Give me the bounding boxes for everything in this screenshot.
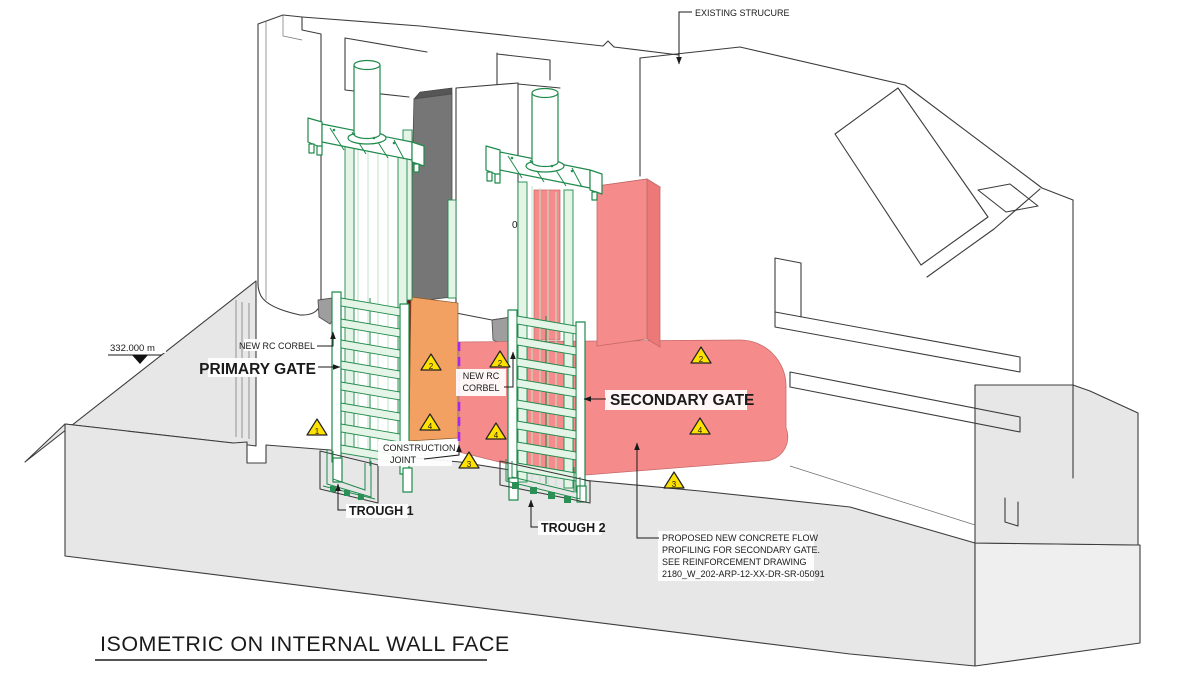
right-mass-ridge (639, 46, 1074, 201)
label-primary-gate: PRIMARY GATE (199, 361, 316, 378)
top-notch (977, 183, 1039, 213)
trough-1-pit (319, 450, 379, 504)
warning-triangle-icon (489, 350, 511, 368)
svg-text:1: 1 (315, 427, 320, 436)
label-secondary-gate: SECONDARY GATE (610, 392, 754, 409)
warning-triangle-7: 2 (690, 346, 712, 364)
svg-text:3: 3 (467, 460, 472, 469)
warning-triangle-2: 2 (420, 353, 442, 371)
central-pier (455, 82, 519, 321)
warning-triangle-3: 4 (419, 413, 441, 431)
left-pier (257, 14, 322, 316)
warning-triangle-6: 3 (458, 451, 480, 469)
mass-concrete-base (24, 280, 1141, 667)
label-new-rc-corbel-primary: NEW RC CORBEL (239, 341, 315, 351)
red-column-side (646, 178, 661, 348)
right-block-notch (1004, 497, 1019, 527)
svg-text:4: 4 (494, 431, 499, 440)
trough-2-pit (499, 460, 591, 504)
svg-text:2: 2 (498, 359, 503, 368)
left-pier-edges (265, 15, 303, 300)
warning-markers: 1 2 4 2 4 3 2 4 (306, 346, 712, 489)
label-trough-2: TROUGH 2 (541, 521, 606, 535)
trough-2 (499, 459, 591, 504)
concrete-right-block (974, 384, 1139, 546)
warning-triangle-4: 2 (489, 350, 511, 368)
warning-triangle-icon (690, 346, 712, 364)
warning-triangle-9: 3 (663, 471, 685, 489)
gate-leaf-right (563, 189, 574, 489)
warning-triangle-icon (419, 413, 441, 431)
svg-text:4: 4 (698, 426, 703, 435)
leader-arrow (676, 11, 692, 65)
svg-text:2: 2 (699, 355, 704, 364)
leader-arrow (504, 351, 516, 388)
lower-ledge (789, 371, 1021, 433)
note-line-3: SEE REINFORCEMENT DRAWING (662, 557, 807, 567)
label-new-rc-corbel-secondary-2: CORBEL (462, 383, 499, 393)
leader-arrow (528, 499, 538, 528)
level-marker-icon (132, 355, 148, 364)
svg-text:4: 4 (428, 422, 433, 431)
warning-triangle-icon (485, 422, 507, 440)
secondary-gate-opening (496, 52, 561, 89)
label-new-rc-corbel-secondary-1: NEW RC (463, 371, 500, 381)
level-value: 332.000 m (110, 343, 155, 354)
break-symbol (602, 40, 615, 48)
warning-triangle-1: 1 (306, 418, 328, 436)
primary-gate-hoist (307, 59, 425, 173)
trough-1 (319, 449, 379, 504)
drawing-title: ISOMETRIC ON INTERNAL WALL FACE (100, 632, 510, 656)
gate-leaf-left (517, 181, 528, 483)
svg-text:2: 2 (429, 362, 434, 371)
gate-slot-panel (408, 93, 453, 303)
warning-triangle-icon (689, 417, 711, 435)
primary-gate-assembly (307, 59, 457, 493)
red-column-front (596, 178, 648, 347)
leader-arrow (423, 444, 462, 460)
label-existing-structure: EXISTING STRUCURE (695, 8, 790, 18)
warning-triangle-icon (458, 451, 480, 469)
warning-triangle-icon (420, 353, 442, 371)
warning-triangle-icon (306, 418, 328, 436)
leader-arrow (335, 483, 346, 511)
note-line-2: PROFILING FOR SECONDARY GATE. (662, 545, 820, 555)
label-trough-1: TROUGH 1 (349, 504, 414, 518)
warning-triangle-5: 4 (485, 422, 507, 440)
note-line-4: 2180_W_202-ARP-12-XX-DR-SR-05091 (662, 569, 825, 579)
note-line-1: PROPOSED NEW CONCRETE FLOW (662, 533, 819, 543)
label-construction-joint-1: CONSTRUCTION (383, 443, 456, 453)
label-construction-joint-2: JOINT (390, 455, 417, 465)
annotations: EXISTING STRUCURE 332.000 m NEW RC CORBE… (106, 8, 825, 581)
warning-triangle-icon (663, 471, 685, 489)
concrete-side-face (974, 542, 1141, 667)
upper-ledge (774, 257, 1021, 373)
leader-arrow (317, 331, 336, 347)
wall-base-edge (789, 465, 976, 526)
spillway-slope (834, 87, 989, 266)
warning-triangle-8: 4 (689, 417, 711, 435)
stray-zero: 0 (512, 220, 518, 231)
leader-arrow (634, 442, 659, 539)
view-title: ISOMETRIC ON INTERNAL WALL FACE (95, 632, 510, 661)
svg-text:3: 3 (672, 480, 677, 489)
